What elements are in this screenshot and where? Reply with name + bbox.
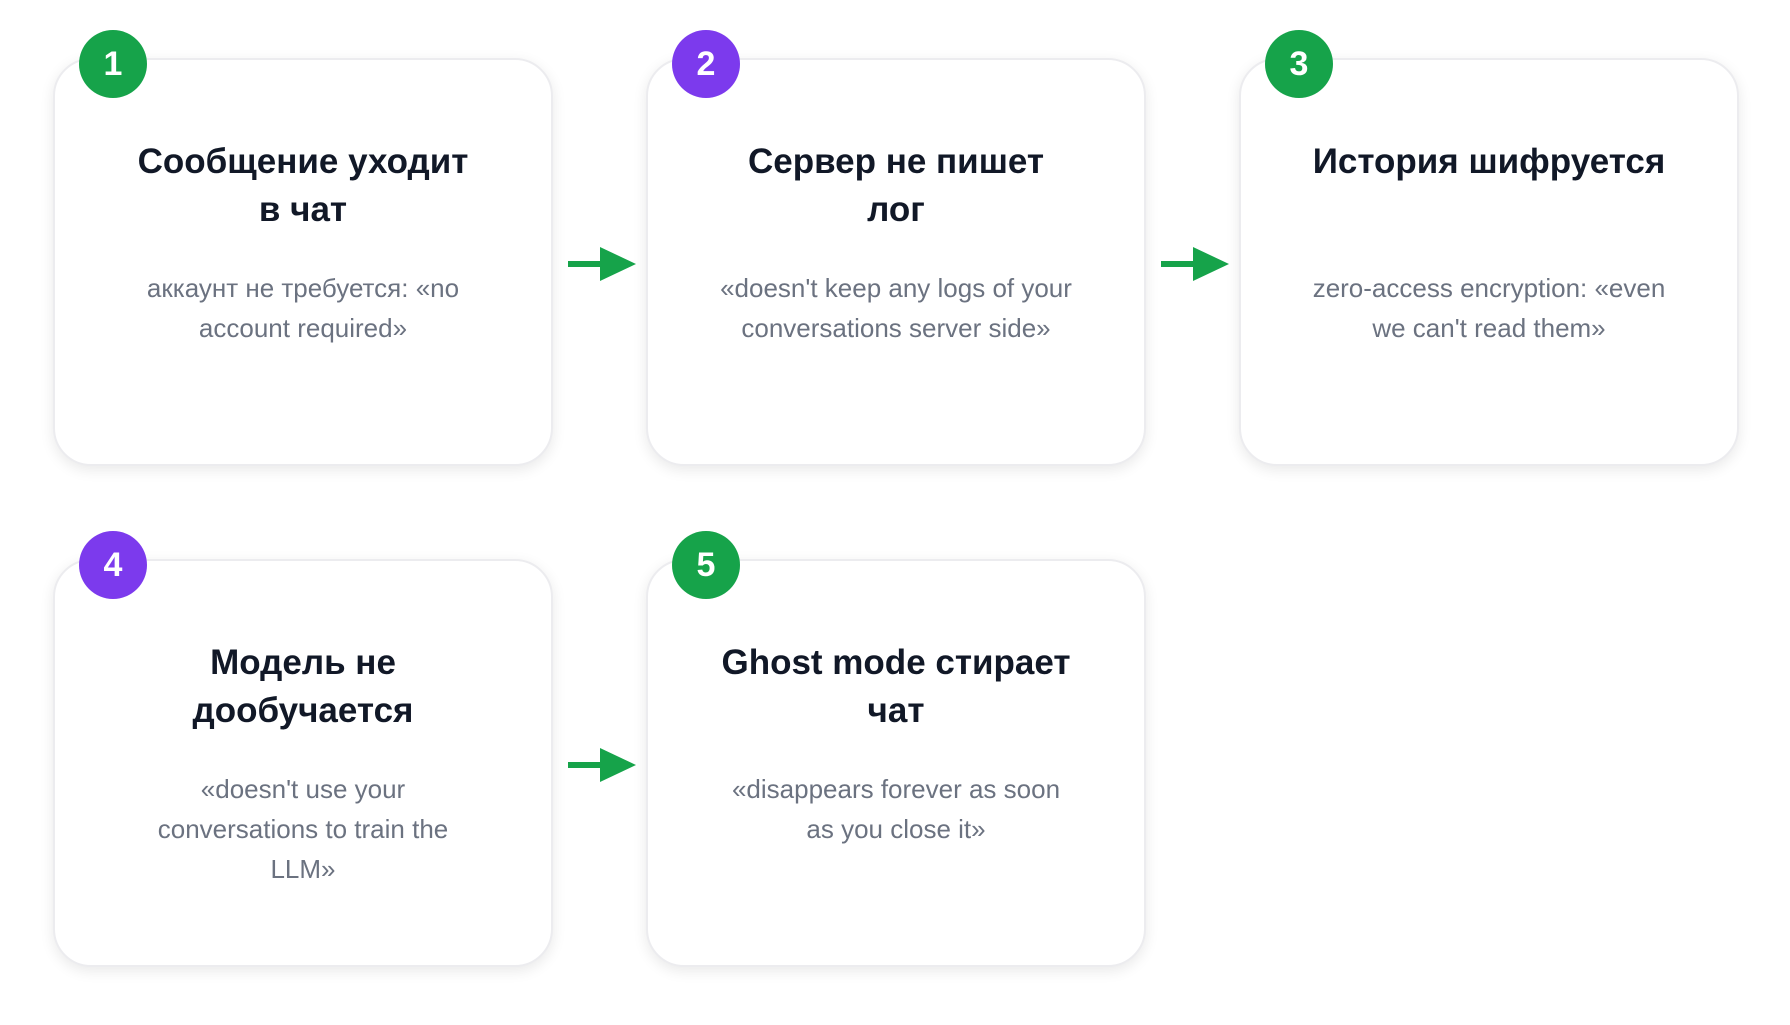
arrow-right-icon bbox=[1161, 244, 1229, 284]
step-card-3: 3 История шифруется zero-access encrypti… bbox=[1239, 30, 1739, 466]
step-title: Сообщение уходит в чат bbox=[137, 142, 469, 229]
step-description: zero-access encryption: «even we can't r… bbox=[1312, 273, 1666, 343]
step-card-4: 4 Модель не дообучается «doesn't use you… bbox=[53, 531, 553, 967]
step-number-badge: 2 bbox=[672, 30, 740, 98]
step-description: «doesn't keep any logs of your conversat… bbox=[720, 273, 1072, 343]
step-card-5: 5 Ghost mode стирает чат «disappears for… bbox=[646, 531, 1146, 967]
step-title: Сервер не пишет лог bbox=[747, 142, 1045, 229]
step-description: аккаунт не требуется: «no account requir… bbox=[146, 273, 460, 343]
arrow-right-icon bbox=[568, 244, 636, 284]
step-number-badge: 5 bbox=[672, 531, 740, 599]
step-number-badge: 4 bbox=[79, 531, 147, 599]
step-card-2: 2 Сервер не пишет лог «doesn't keep any … bbox=[646, 30, 1146, 466]
step-number-badge: 3 bbox=[1265, 30, 1333, 98]
step-title: История шифруется bbox=[1312, 142, 1666, 181]
step-title: Модель не дообучается bbox=[192, 643, 414, 730]
step-description: «doesn't use your conversations to train… bbox=[157, 774, 449, 884]
arrow-right-icon bbox=[568, 745, 636, 785]
step-description: «disappears forever as soon as you close… bbox=[731, 774, 1061, 844]
step-title: Ghost mode стирает чат bbox=[721, 643, 1071, 730]
step-card-1: 1 Сообщение уходит в чат аккаунт не треб… bbox=[53, 30, 553, 466]
step-number-badge: 1 bbox=[79, 30, 147, 98]
